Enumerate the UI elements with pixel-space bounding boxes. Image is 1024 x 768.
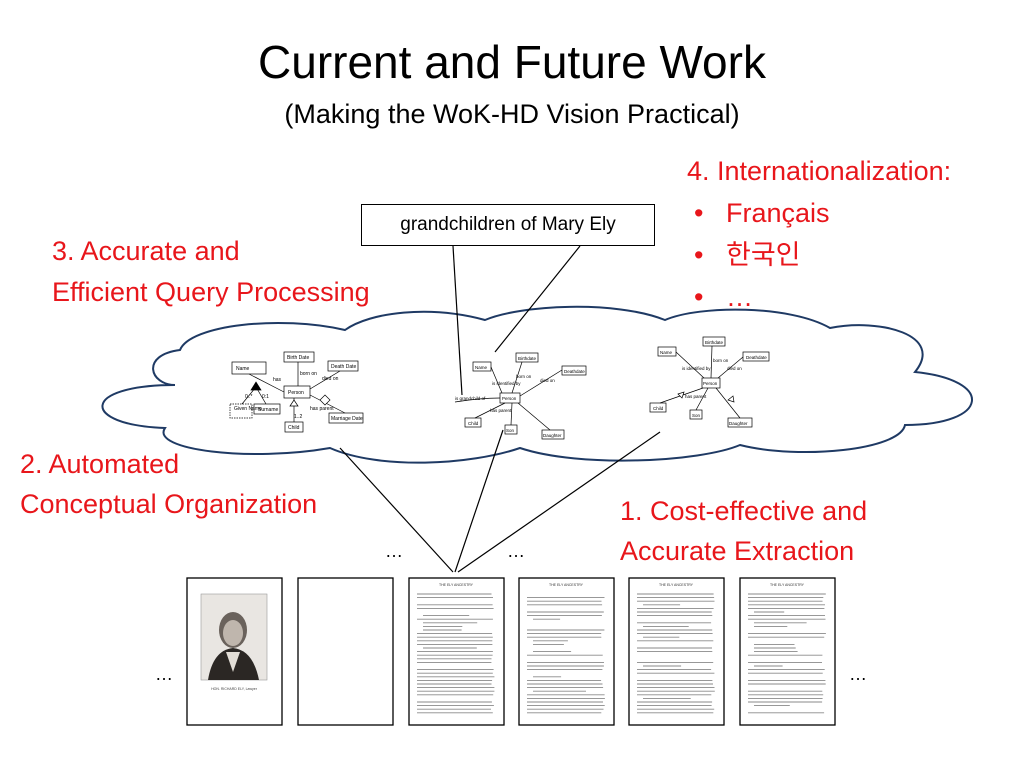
svg-text:Birthdate: Birthdate [705, 340, 724, 345]
svg-text:is identified by: is identified by [492, 381, 521, 386]
bullet-dot: • [694, 198, 704, 228]
svg-text:THE ELY ANCESTRY: THE ELY ANCESTRY [549, 583, 584, 587]
svg-text:has parent: has parent [685, 394, 707, 399]
svg-text:THE ELY ANCESTRY: THE ELY ANCESTRY [439, 583, 474, 587]
ellipsis-pages-right: … [849, 664, 867, 684]
svg-text:died on: died on [727, 366, 742, 371]
portrait-caption: HON. RICHARD ELY, Lawyer [211, 687, 258, 691]
right-conceptual-model [649, 336, 770, 428]
svg-text:is identified by: is identified by [682, 366, 711, 371]
document-pages [186, 577, 836, 726]
svg-text:Child: Child [288, 425, 300, 431]
extraction-lines [339, 429, 661, 573]
svg-text:0..*: 0..* [245, 394, 253, 400]
svg-text:1..2: 1..2 [294, 414, 303, 420]
svg-text:THE ELY ANCESTRY: THE ELY ANCESTRY [659, 583, 694, 587]
svg-text:Daughter: Daughter [729, 421, 748, 426]
extraction-line2: Accurate Extraction [620, 536, 855, 566]
svg-text:Name: Name [236, 366, 250, 372]
svg-text:Birthdate: Birthdate [518, 356, 537, 361]
svg-text:born on: born on [713, 358, 729, 363]
query-processing-line1: 3. Accurate and [52, 236, 240, 266]
internationalization-heading: 4. Internationalization: [687, 156, 952, 186]
slide-subtitle: (Making the WoK-HD Vision Practical) [284, 99, 740, 129]
bullet-korean: •한국인 [688, 234, 830, 276]
svg-text:Deathdate: Deathdate [564, 369, 585, 374]
conceptual-organization-line2: Conceptual Organization [20, 489, 318, 519]
bullet-dot: • [694, 240, 704, 270]
svg-text:Deathdate: Deathdate [746, 355, 767, 360]
middle-conceptual-model [454, 352, 587, 440]
page-text-lines [417, 593, 826, 714]
knowledge-cloud [101, 305, 973, 464]
svg-text:Surname: Surname [258, 407, 279, 413]
svg-text:has parent: has parent [310, 406, 334, 412]
svg-text:Death Date: Death Date [331, 364, 357, 370]
right-model-labels: Name Birthdate Deathdate Person Child So… [653, 340, 767, 426]
extraction-line1: 1. Cost-effective and [620, 496, 868, 526]
bullet-french: •Français [688, 192, 830, 234]
page-blank [297, 577, 394, 726]
left-conceptual-model [229, 351, 364, 433]
svg-text:born on: born on [516, 374, 532, 379]
middle-model-labels: Name Birthdate Deathdate Person Child So… [455, 356, 585, 438]
svg-text:Marriage Date: Marriage Date [331, 416, 363, 422]
conceptual-organization-line1: 2. Automated [20, 449, 180, 479]
query-processing-line2: Efficient Query Processing [52, 277, 370, 307]
svg-text:Son: Son [506, 428, 515, 433]
svg-text:Birth Date: Birth Date [287, 355, 309, 361]
svg-text:Child: Child [653, 406, 664, 411]
svg-text:has: has [273, 377, 282, 383]
slide-title: Current and Future Work [258, 36, 766, 88]
svg-text:Son: Son [692, 413, 701, 418]
svg-text:Person: Person [502, 396, 517, 401]
svg-text:Given Name: Given Name [234, 406, 262, 412]
svg-text:Person: Person [288, 390, 304, 396]
svg-text:born on: born on [300, 371, 317, 377]
svg-text:HON. RICHARD ELY, Lawyer: HON. RICHARD ELY, Lawyer [211, 687, 258, 691]
left-model-labels: Name Birth Date Death Date Person Given … [234, 355, 363, 431]
svg-text:is grandchild of: is grandchild of [455, 396, 486, 401]
svg-text:has parent: has parent [490, 408, 512, 413]
query-lines [452, 245, 581, 396]
svg-text:Name: Name [475, 365, 488, 370]
query-box: grandchildren of Mary Ely [361, 204, 655, 246]
ellipsis-upper-left: … [385, 541, 403, 561]
svg-text:Child: Child [468, 421, 479, 426]
svg-text:THE ELY ANCESTRY: THE ELY ANCESTRY [770, 583, 805, 587]
svg-text:0:1: 0:1 [262, 394, 269, 400]
portrait-image [200, 593, 268, 681]
internationalization-list: •Français •한국인 •… [688, 192, 830, 318]
bullet-more: •… [688, 276, 830, 318]
svg-text:Daughter: Daughter [543, 433, 562, 438]
svg-text:died on: died on [322, 376, 339, 382]
bullet-dot: • [694, 282, 704, 312]
ellipsis-upper-right: … [507, 541, 525, 561]
svg-text:died on: died on [540, 378, 555, 383]
svg-text:Name: Name [660, 350, 673, 355]
svg-text:Person: Person [703, 381, 718, 386]
ellipsis-pages-left: … [155, 664, 173, 684]
page-headers: THE ELY ANCESTRY THE ELY ANCESTRY THE EL… [439, 583, 805, 587]
